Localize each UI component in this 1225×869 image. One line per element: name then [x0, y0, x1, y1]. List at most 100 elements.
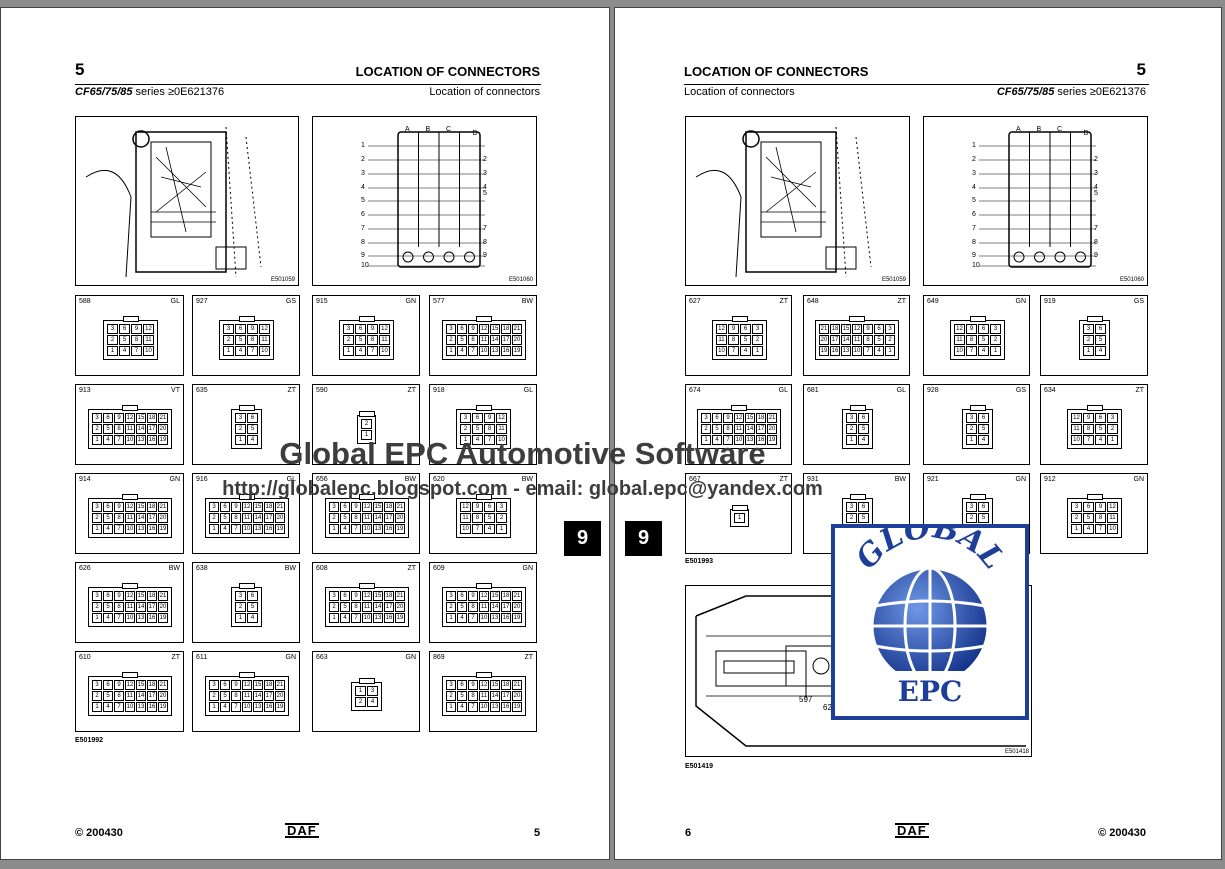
connector-pin: 6: [457, 324, 467, 334]
connector-latch: [475, 494, 492, 500]
connector-pin: 12: [479, 680, 489, 690]
connector-pin: 1: [966, 435, 977, 445]
connector-pin: 5: [978, 513, 989, 523]
connector-pin: 2: [1071, 513, 1082, 523]
header-rule: [75, 84, 541, 85]
engine-overview-figure: E501059: [75, 116, 299, 286]
connector-pin: 6: [978, 324, 989, 334]
grid-row-label: 4: [972, 184, 976, 191]
connector-pin: 1: [446, 702, 456, 712]
connector-pin: 5: [1095, 335, 1106, 345]
connector-color-code: BW: [284, 565, 296, 572]
connector-pin: 7: [114, 613, 124, 623]
connector-pin: 1: [235, 613, 246, 623]
grid-row-label: 8: [361, 239, 365, 246]
connector-pin: 9: [367, 324, 378, 334]
connector-pin: 6: [355, 324, 366, 334]
connector-pin: 20: [819, 335, 829, 345]
connector-pin: 3: [223, 324, 234, 334]
connector-pin: 4: [484, 524, 495, 534]
connector-pin: 3: [1083, 324, 1094, 334]
connector-pin: 9: [472, 502, 483, 512]
connector-pin: 3: [885, 324, 895, 334]
connector-pin: 7: [247, 346, 258, 356]
connector-pin: 15: [373, 591, 383, 601]
connector-pin: 2: [92, 424, 102, 434]
connector-number: 626: [79, 565, 91, 572]
connector-pin: 12: [259, 324, 270, 334]
connector-pin: 15: [136, 680, 146, 690]
figure-reference: E501992: [75, 737, 104, 744]
connector-pin: 4: [1095, 346, 1106, 356]
connector-pin: 5: [457, 691, 467, 701]
connector-pin: 11: [125, 513, 135, 523]
connector-pin: 12: [125, 680, 135, 690]
connector-pin: 10: [362, 613, 372, 623]
connector-pin: 18: [147, 591, 157, 601]
connector-pin: 15: [490, 680, 500, 690]
connector-pin: 8: [367, 335, 378, 345]
connector-pin: 1: [235, 435, 246, 445]
connector-pin: 4: [220, 524, 230, 534]
connector-pin: 8: [728, 335, 739, 345]
connector-pin: 6: [858, 413, 869, 423]
connector-pin: 14: [136, 424, 146, 434]
connector-pin: 13: [745, 435, 755, 445]
connector-number: 609: [433, 565, 445, 572]
connector-color-code: ZT: [171, 654, 180, 661]
grid-row-label: 10: [361, 262, 369, 269]
engine-drawing: [695, 126, 872, 278]
connector-color-code: ZT: [524, 654, 533, 661]
figure-code: E501059: [270, 277, 295, 283]
connector-pin: 18: [501, 680, 511, 690]
page-title: LOCATION OF CONNECTORS: [355, 64, 540, 79]
connector-color-code: GL: [286, 476, 296, 483]
connector-pin: 20: [275, 513, 285, 523]
grid-column-label: D: [473, 130, 478, 137]
connector-pin: 12: [734, 413, 744, 423]
connector-number: 638: [196, 565, 208, 572]
connector-pin: 1: [107, 346, 118, 356]
connector-number: 919: [1044, 298, 1056, 305]
connector-pin: 4: [472, 435, 483, 445]
connector-pin: 5: [978, 424, 989, 434]
connector-latch: [238, 583, 255, 589]
grid-column-label: A: [1016, 126, 1021, 133]
connector-latch: [122, 494, 138, 500]
connector-pin: 17: [384, 513, 394, 523]
connector-pin: 2: [209, 691, 219, 701]
connector-pin: 15: [373, 502, 383, 512]
connector-pin: 11: [479, 335, 489, 345]
chapter-number: 5: [75, 60, 85, 79]
connector-pin: 4: [457, 702, 467, 712]
connector-pin: 18: [830, 324, 840, 334]
connector-pin: 7: [231, 524, 241, 534]
connector-latch: [122, 405, 138, 411]
connector-pin: 8: [1083, 424, 1094, 434]
connector-pin: 2: [92, 513, 102, 523]
grid-row-label: 8: [483, 239, 487, 246]
grid-row-label: 2: [483, 156, 487, 163]
connector-pin: 1: [752, 346, 763, 356]
connector-pin: 1: [446, 346, 456, 356]
grid-row-label: 3: [483, 170, 487, 177]
page-title: LOCATION OF CONNECTORS: [684, 64, 869, 79]
connector-pin: 7: [114, 435, 124, 445]
connector-pin: 15: [253, 680, 263, 690]
connector-color-code: GN: [405, 298, 417, 305]
grid-row-label: 7: [361, 225, 365, 232]
connector-pin: 6: [220, 680, 230, 690]
connector-pin: 10: [125, 524, 135, 534]
connector-pin: 16: [147, 613, 157, 623]
connector-pin: 5: [858, 513, 869, 523]
